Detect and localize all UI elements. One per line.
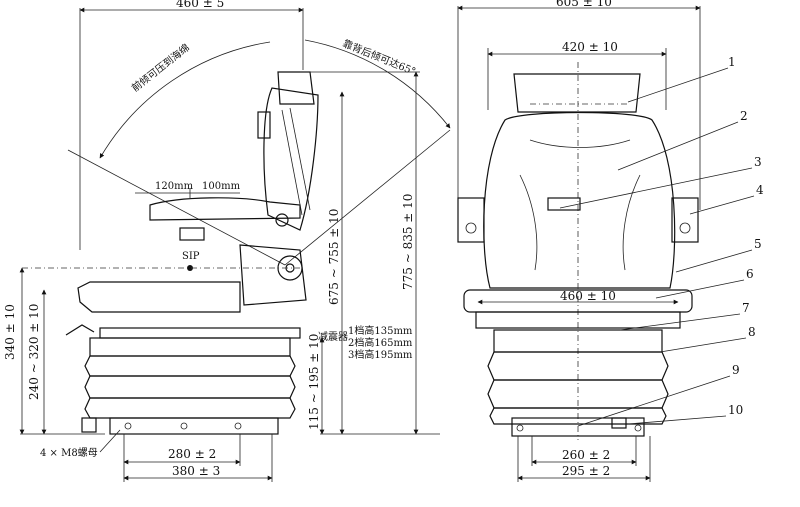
callout-9: 9 <box>732 363 740 377</box>
backrest-contour <box>622 174 641 271</box>
leader-10 <box>627 415 727 425</box>
dim-240-320: 240 ~ 320 ± 10 <box>27 304 41 400</box>
dim-340: 340 ± 10 <box>3 304 17 360</box>
bolt-hole <box>124 422 132 430</box>
tilt-line <box>67 149 286 266</box>
bolt-hole <box>634 424 642 432</box>
gear-2: 2档高165mm <box>348 336 413 349</box>
leader-3 <box>559 167 753 209</box>
lumbar-adjuster <box>547 197 581 211</box>
rail-handle <box>65 324 95 336</box>
nut-block <box>81 417 97 433</box>
leader-7 <box>619 313 741 331</box>
callout-6: 6 <box>746 267 754 281</box>
tilt-forward-arc <box>99 41 271 159</box>
bolt-hole <box>516 424 524 432</box>
aft-label: 100mm <box>202 181 241 192</box>
tilt-forward-label: 前倾可压到海绵 <box>129 41 192 94</box>
sip-point <box>187 265 193 271</box>
backrest-detail <box>289 107 311 211</box>
leader-5 <box>675 249 753 273</box>
headrest <box>277 71 315 105</box>
lumbar-knob <box>257 111 271 139</box>
arm-knob <box>465 222 477 234</box>
backrest-front <box>483 111 676 289</box>
callout-4: 4 <box>756 183 764 197</box>
backrest-contour <box>529 139 631 148</box>
side-lever <box>179 227 205 241</box>
tilt-back-arc <box>304 39 451 129</box>
side-view: 460 ± 5 前倾可压到海绵 靠背后倾可达65° 120mm 100mm SI… <box>3 0 451 482</box>
base-plate-front <box>511 417 645 437</box>
sip-label: SIP <box>182 251 200 262</box>
dim-back-height: 675 ~ 755 ± 10 <box>327 209 341 305</box>
callout-3: 3 <box>754 155 762 169</box>
front-view: 605 ± 10 420 ± 10 460 ± 10 <box>457 0 764 482</box>
seat-slide <box>475 311 681 329</box>
suspension-top <box>89 337 291 357</box>
base-plate <box>109 417 279 435</box>
bellows-fold-front <box>489 407 667 425</box>
dim-280: 280 ± 2 <box>168 447 216 461</box>
bellows-fold <box>84 375 296 399</box>
leader-8 <box>659 337 747 353</box>
leader-1 <box>627 67 729 103</box>
dim-width-top: 460 ± 5 <box>176 0 224 10</box>
callout-1: 1 <box>728 55 736 69</box>
dim-295: 295 ± 2 <box>562 464 610 478</box>
control-box <box>611 417 627 429</box>
left-arm-block <box>457 197 485 243</box>
dim-total-height: 775 ~ 835 ± 10 <box>401 194 415 290</box>
gear-1: 1档高135mm <box>348 324 413 337</box>
dim-420: 420 ± 10 <box>562 40 618 54</box>
dim-605: 605 ± 10 <box>556 0 612 9</box>
backrest <box>263 87 319 231</box>
tilt-line <box>284 129 451 266</box>
bellows-fold <box>84 355 296 377</box>
dim-260: 260 ± 2 <box>562 448 610 462</box>
recline-knob <box>275 213 289 227</box>
callout-2: 2 <box>740 109 748 123</box>
slide-rail <box>99 327 301 339</box>
callout-8: 8 <box>748 325 756 339</box>
arm-knob <box>679 222 691 234</box>
bellows-fold <box>84 397 296 419</box>
nut-leader <box>99 429 121 453</box>
leader-9 <box>577 375 731 427</box>
bolt-hole <box>234 422 242 430</box>
right-arm-block <box>671 197 699 243</box>
callout-10: 10 <box>728 403 743 417</box>
callout-5: 5 <box>754 237 762 251</box>
nut-label: 4 × M8螺母 <box>40 447 98 459</box>
seat-frame <box>239 244 307 306</box>
backrest-detail <box>281 109 303 216</box>
backrest-contour <box>519 174 538 271</box>
leader-4 <box>689 195 755 215</box>
suspension-label: 减震器 <box>318 331 348 343</box>
dim-380: 380 ± 3 <box>172 464 220 478</box>
gear-3: 3档高195mm <box>348 348 413 361</box>
callout-7: 7 <box>742 301 750 315</box>
bolt-hole <box>180 422 188 430</box>
dim-460: 460 ± 10 <box>560 289 616 303</box>
fore-label: 120mm <box>155 181 194 192</box>
leader-6 <box>655 279 745 299</box>
seat-cushion <box>77 281 241 313</box>
leader-2 <box>617 121 739 171</box>
headrest-front <box>513 73 641 113</box>
armrest <box>149 197 301 221</box>
dim-115-195: 115 ~ 195 ± 10 <box>307 334 321 430</box>
